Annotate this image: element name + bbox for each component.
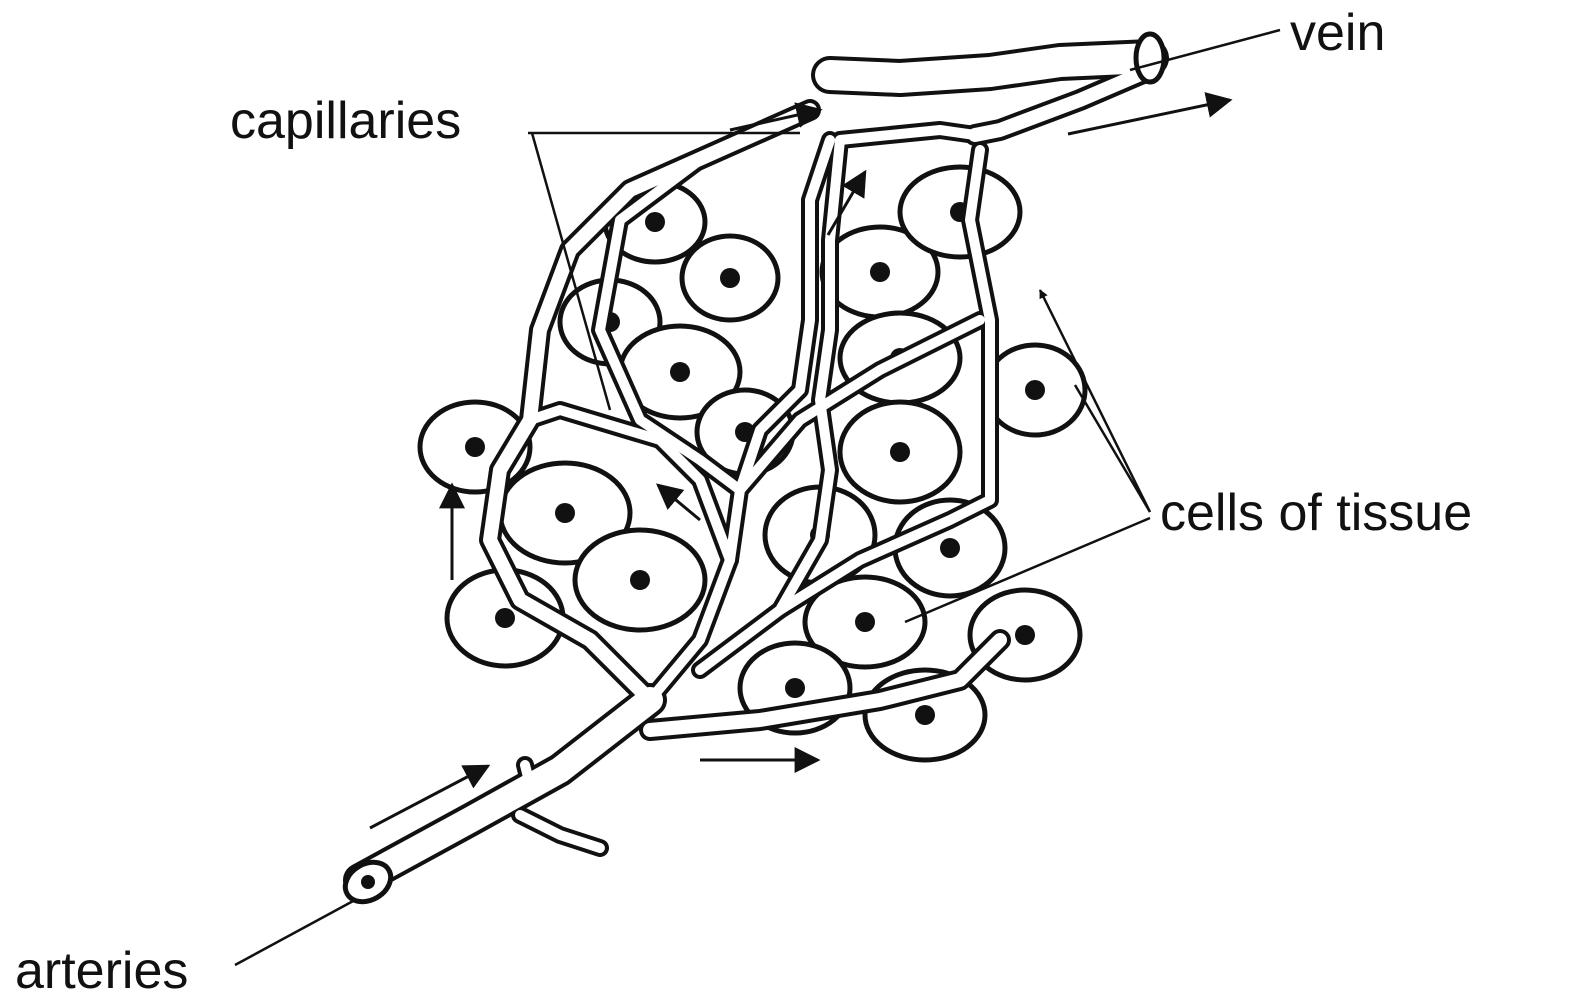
flow-arrow-centre <box>658 485 700 520</box>
cell-nucleus <box>870 262 890 282</box>
leader-cells-b <box>1075 385 1150 512</box>
label-capillaries: capillaries <box>230 92 461 150</box>
cell-nucleus <box>555 503 575 523</box>
label-vein: vein <box>1290 4 1385 62</box>
cell-nucleus <box>645 212 665 232</box>
label-arteries: arteries <box>15 942 188 1000</box>
cell-nucleus <box>1015 625 1035 645</box>
cell-nucleus <box>1025 380 1045 400</box>
label-cells-of-tissue: cells of tissue <box>1160 484 1472 542</box>
cell-nucleus <box>785 678 805 698</box>
cell-nucleus <box>720 268 740 288</box>
cell-nucleus <box>465 437 485 457</box>
cell-nucleus <box>855 612 875 632</box>
leader-lines <box>235 30 1280 965</box>
cell-nucleus <box>670 362 690 382</box>
cell-nucleus <box>940 538 960 558</box>
cell-nucleus <box>890 442 910 462</box>
leader-arteries <box>235 900 355 965</box>
cell-nucleus <box>630 570 650 590</box>
cell-nucleus <box>915 705 935 725</box>
cell-nucleus <box>495 608 515 628</box>
